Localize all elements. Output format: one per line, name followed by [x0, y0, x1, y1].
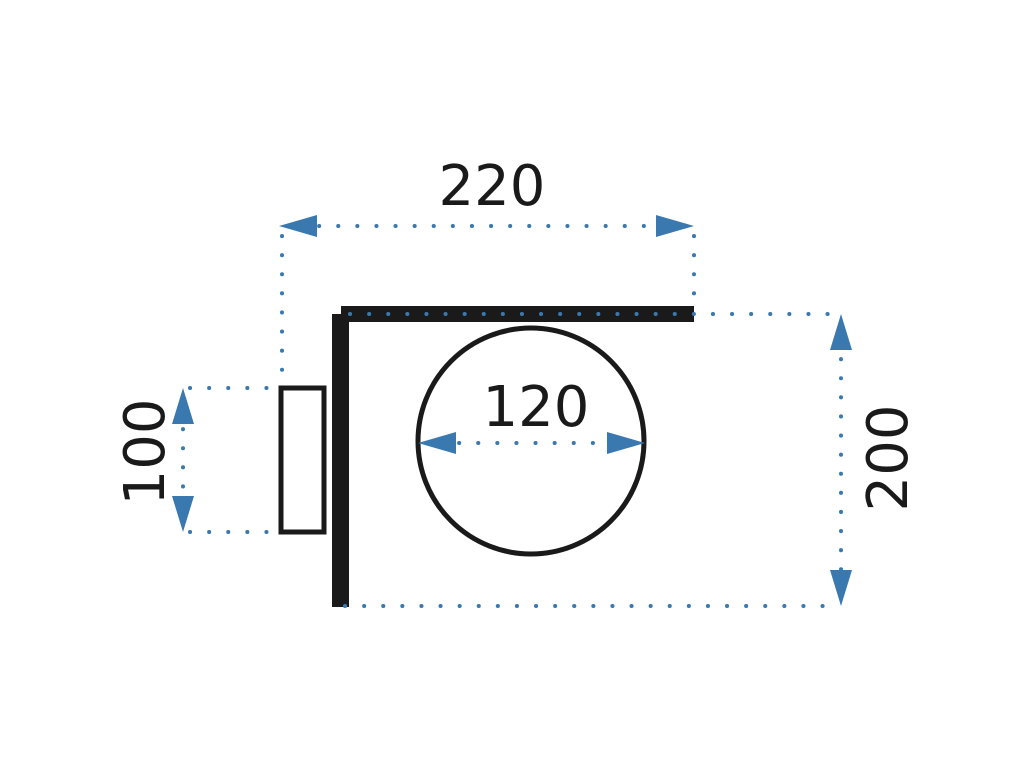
arm-horizontal — [341, 306, 694, 322]
height-arrow-top — [830, 314, 852, 350]
height-arrow-bottom — [830, 570, 852, 606]
width-label: 220 — [439, 154, 546, 219]
wall-base-plate — [278, 385, 327, 535]
dimension-lines — [172, 215, 852, 608]
base-arrow-bottom — [172, 496, 194, 532]
base-arrow-top — [172, 388, 194, 424]
width-arrow-left — [279, 215, 317, 237]
width-arrow-right — [656, 215, 694, 237]
shade-diameter-label: 120 — [483, 375, 590, 440]
arm-vertical — [332, 314, 349, 607]
globe-shade — [415, 325, 647, 557]
base-height-label: 100 — [113, 399, 178, 506]
lamp-outline — [278, 306, 694, 607]
diameter-arrow-right — [607, 432, 645, 454]
height-label: 200 — [856, 405, 921, 512]
diameter-arrow-left — [418, 432, 456, 454]
